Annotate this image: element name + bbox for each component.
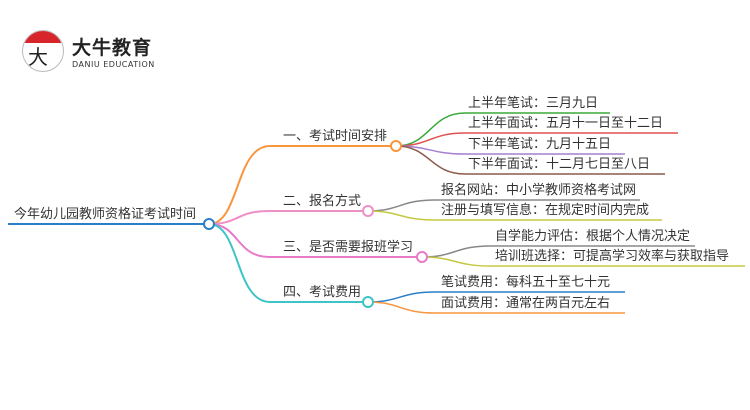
- logo: 大牛 大牛教育 DANIU EDUCATION: [22, 30, 155, 72]
- leaf-2-2-connector: [367, 210, 662, 221]
- leaf-node[interactable]: 注册与填写信息：在规定时间内完成: [441, 203, 650, 218]
- leaf-node[interactable]: 上半年笔试：三月九日: [468, 96, 599, 111]
- leaf-node[interactable]: 面试费用：通常在两百元左右: [441, 296, 611, 311]
- leaf-node[interactable]: 自学能力评估：根据个人情况决定: [495, 229, 691, 244]
- branch-4-node[interactable]: 四、考试费用: [283, 285, 362, 300]
- leaf-node[interactable]: 上半年面试：五月十一日至十二日: [468, 116, 664, 131]
- branch-2-node[interactable]: 二、报名方式: [283, 194, 362, 209]
- root-node[interactable]: 今年幼儿园教师资格证考试时间: [14, 207, 197, 222]
- logo-mark: 大牛: [22, 30, 64, 72]
- leaf-3-1-connector: [421, 245, 695, 258]
- leaf-3-2-connector: [421, 256, 745, 267]
- logo-mark-text: 大牛: [28, 45, 48, 69]
- branch-2-connector: [208, 210, 364, 225]
- leaf-node[interactable]: 报名网站：中小学教师资格考试网: [441, 183, 637, 198]
- branch-1-collapse-toggle[interactable]: [390, 140, 402, 152]
- branch-4-connector: [208, 223, 364, 303]
- branch-2-collapse-toggle[interactable]: [362, 205, 374, 217]
- leaf-1-4-connector: [395, 145, 665, 175]
- leaf-4-2-connector: [367, 301, 625, 314]
- leaf-1-1-connector: [395, 112, 610, 147]
- branch-4-collapse-toggle[interactable]: [362, 296, 374, 308]
- brand-name: 大牛教育: [72, 37, 153, 59]
- branch-3-node[interactable]: 三、是否需要报班学习: [283, 240, 414, 255]
- leaf-2-1-connector: [367, 199, 640, 212]
- leaf-node[interactable]: 笔试费用：每科五十至七十元: [441, 275, 611, 290]
- leaf-node[interactable]: 下半年笔试：九月十五日: [468, 137, 612, 152]
- leaf-node[interactable]: 培训班选择：可提高学习效率与获取指导: [495, 249, 730, 264]
- leaf-node[interactable]: 下半年面试：十二月七日至八日: [468, 157, 651, 172]
- branch-3-collapse-toggle[interactable]: [416, 251, 428, 263]
- brand-subtitle: DANIU EDUCATION: [72, 60, 155, 69]
- branch-3-connector: [208, 223, 418, 258]
- root-collapse-toggle[interactable]: [203, 218, 215, 230]
- leaf-1-2-connector: [395, 132, 678, 147]
- branch-1-node[interactable]: 一、考试时间安排: [283, 129, 388, 144]
- branch-1-connector: [208, 145, 392, 225]
